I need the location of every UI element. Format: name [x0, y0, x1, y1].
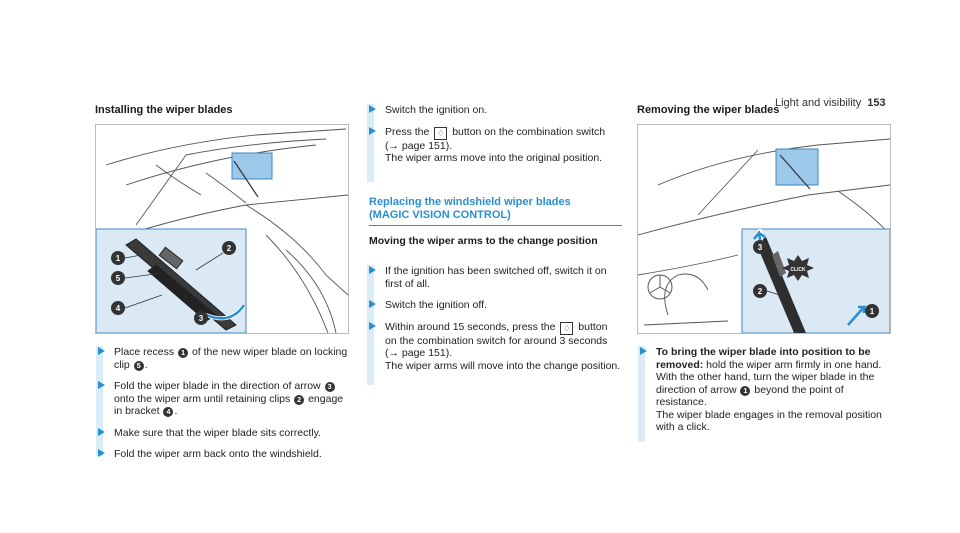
step-arrow-icon [369, 105, 376, 113]
svg-text:1: 1 [870, 307, 875, 316]
remove-steps: To bring the wiper blade into position t… [640, 346, 890, 443]
callout-1 [865, 304, 879, 318]
page-number: 153 [867, 97, 886, 109]
step-arrow-icon [98, 427, 105, 436]
removing-heading: Removing the wiper blades [637, 104, 780, 116]
step-arrow-icon [98, 347, 105, 355]
svg-text:2: 2 [227, 244, 232, 253]
svg-text:5: 5 [116, 274, 121, 283]
callout-5 [111, 271, 125, 285]
svg-text:3: 3 [758, 243, 763, 252]
change-step-1: If the ignition has been switched off, s… [369, 265, 621, 290]
install-steps: Place recess 1 of the new wiper blade on… [98, 346, 348, 470]
svg-text:CLICK: CLICK [790, 267, 806, 273]
step-arrow-icon [369, 266, 376, 274]
svg-text:4: 4 [116, 304, 121, 313]
windshield-highlight [775, 148, 819, 186]
callout-4 [111, 301, 125, 315]
install-step-3: Make sure that the wiper blade sits corr… [98, 427, 348, 440]
callout-3 [753, 240, 767, 254]
install-step-1: Place recess 1 of the new wiper blade on… [98, 346, 348, 371]
ignition-step-2: Press the ♢ button on the combination sw… [369, 126, 619, 165]
step-arrow-icon [98, 449, 105, 457]
step-arrow-icon [369, 126, 376, 135]
wiper-button-icon: ♢ [560, 321, 574, 335]
install-illustration: 1 5 4 2 3 [96, 128, 348, 333]
callout-1 [111, 251, 125, 265]
callout-3 [194, 311, 208, 325]
step-arrow-icon [98, 381, 105, 389]
fold-arrow-icon [205, 304, 246, 320]
step-arrow-icon [369, 321, 376, 330]
install-step-4: Fold the wiper arm back onto the windshi… [98, 448, 348, 461]
svg-text:3: 3 [199, 314, 204, 323]
replacing-section: Replacing the windshield wiper blades (M… [369, 196, 622, 226]
change-position-subheading: Moving the wiper arms to the change posi… [369, 235, 598, 247]
step-bar-col2-top [367, 104, 374, 182]
callout-2 [222, 241, 236, 255]
wiper-button-icon: ♢ [434, 126, 448, 140]
step-arrow-icon [369, 300, 376, 308]
install-figure: 1 5 4 2 3 [95, 124, 349, 334]
remove-figure: CLICK 3 2 1 [637, 124, 891, 334]
running-header-section: Light and visibility [775, 97, 862, 109]
pull-arrow-icon [847, 305, 867, 326]
step-bar-col3 [638, 346, 645, 442]
section-rule [369, 225, 622, 226]
callout-2 [753, 284, 767, 298]
change-steps: If the ignition has been switched off, s… [369, 265, 621, 381]
installing-heading: Installing the wiper blades [95, 104, 233, 116]
svg-text:1: 1 [116, 254, 121, 263]
ignition-steps: Switch the ignition on. Press the ♢ butt… [369, 104, 619, 174]
step-bar-col1 [96, 346, 103, 456]
svg-text:2: 2 [758, 287, 763, 296]
change-step-2: Switch the ignition off. [369, 299, 621, 312]
change-step-3: Within around 15 seconds, press the ♢ bu… [369, 321, 621, 373]
install-step-2: Fold the wiper blade in the direction of… [98, 380, 348, 418]
section-subtitle: (MAGIC VISION CONTROL) [369, 209, 511, 221]
windshield-highlight [231, 152, 273, 180]
remove-illustration: CLICK 3 2 1 [638, 138, 890, 333]
running-header: Light and visibility 153 [775, 97, 886, 109]
remove-step-1: To bring the wiper blade into position t… [640, 346, 890, 434]
section-title: Replacing the windshield wiper blades [369, 196, 571, 208]
step-arrow-icon [640, 347, 647, 355]
ignition-step-1: Switch the ignition on. [369, 104, 619, 117]
click-burst-icon [782, 255, 814, 281]
